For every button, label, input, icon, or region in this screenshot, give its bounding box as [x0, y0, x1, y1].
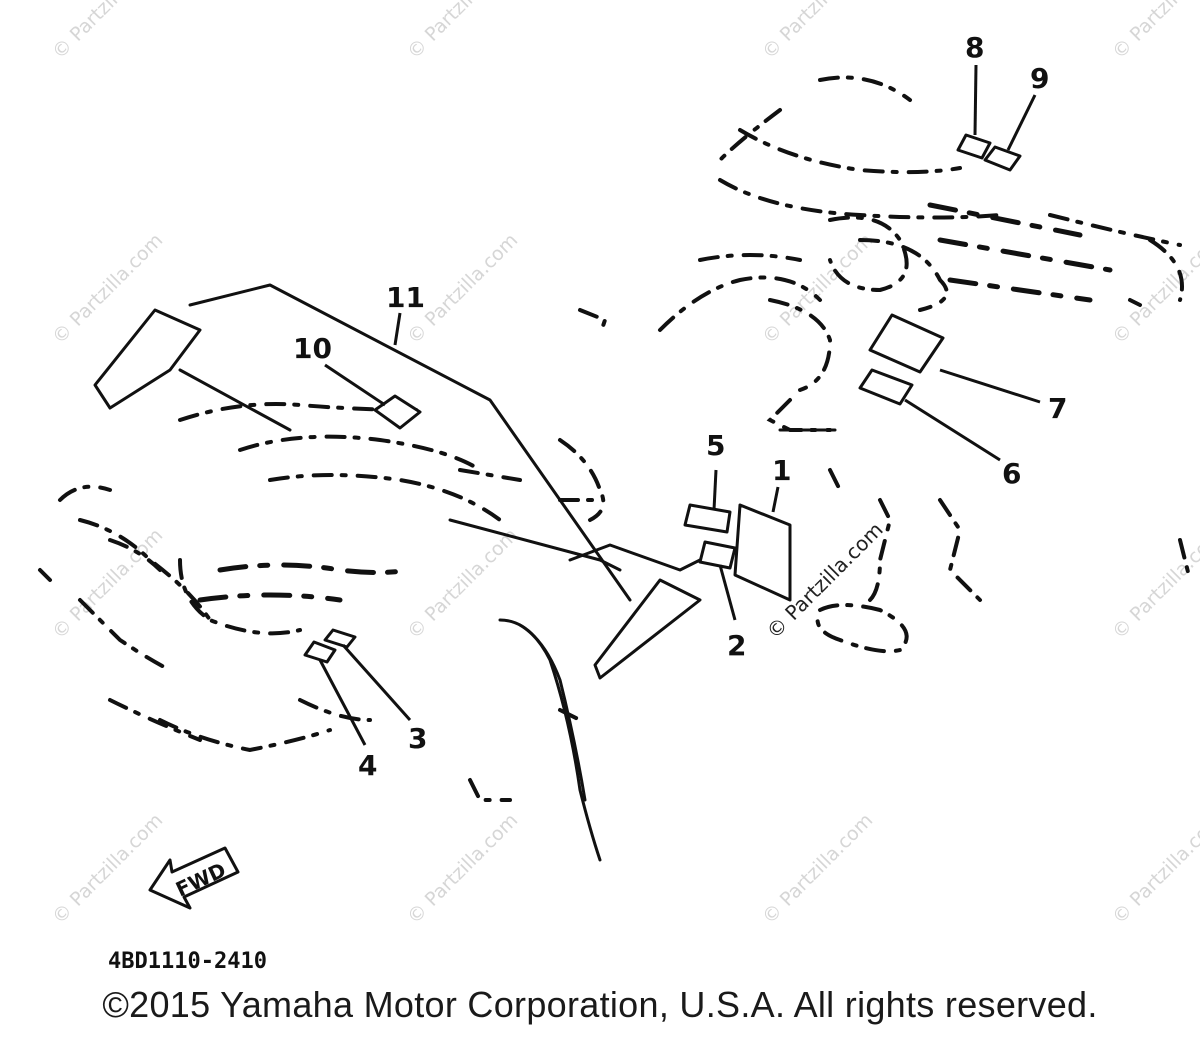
watermark: © Partzilla.com	[1108, 809, 1200, 928]
frame-lines	[178, 283, 837, 862]
decal-11-side	[593, 578, 702, 680]
decal-7	[868, 313, 945, 374]
callout-9: 9	[1030, 62, 1049, 95]
callout-10: 10	[293, 332, 332, 365]
callout-8: 8	[965, 31, 984, 64]
decal-5	[683, 503, 732, 534]
watermark: © Partzilla.com	[1108, 229, 1200, 348]
callout-7: 7	[1048, 392, 1067, 425]
callout-4: 4	[358, 749, 377, 782]
decal-10	[373, 394, 422, 430]
callout-6: 6	[1002, 457, 1021, 490]
watermark: © Partzilla.com	[48, 0, 167, 64]
callout-1: 1	[772, 454, 791, 487]
callout-5: 5	[706, 429, 725, 462]
watermark: © Partzilla.com	[48, 524, 167, 643]
watermark: © Partzilla.com	[48, 809, 167, 928]
watermark: © Partzilla.com	[1108, 524, 1200, 643]
fwd-arrow: FWD	[148, 846, 240, 910]
decal-11-front	[93, 308, 202, 410]
decal-9	[983, 145, 1022, 172]
copyright-notice: ©2015 Yamaha Motor Corporation, U.S.A. A…	[102, 984, 1098, 1025]
decal-8	[956, 133, 992, 160]
decal-2	[698, 540, 737, 570]
front-fender-outline	[38, 402, 606, 802]
rear-fender-outline	[578, 75, 1192, 654]
decal-3	[323, 628, 357, 649]
callout-3: 3	[408, 722, 427, 755]
callout-11: 11	[386, 281, 425, 314]
decal-4	[303, 640, 337, 664]
decal-1	[733, 503, 792, 602]
fwd-label: FWD	[172, 858, 230, 902]
watermarks: © Partzilla.com © Partzilla.com © Partzi…	[48, 0, 1200, 929]
watermark: © Partzilla.com	[1108, 0, 1200, 64]
callout-2: 2	[727, 629, 746, 662]
watermark: © Partzilla.com	[758, 809, 877, 928]
callouts: 1 2 3 4 5 6 7 8 9 10 11	[293, 31, 1067, 782]
watermark: © Partzilla.com	[403, 0, 522, 64]
watermark: © Partzilla.com	[403, 809, 522, 928]
leader-lines	[318, 64, 1041, 746]
decal-6	[858, 368, 914, 406]
part-code: 4BD1110-2410	[108, 949, 267, 974]
decals	[93, 133, 1022, 680]
watermark: © Partzilla.com	[758, 0, 877, 64]
watermark: © Partzilla.com	[403, 524, 522, 643]
